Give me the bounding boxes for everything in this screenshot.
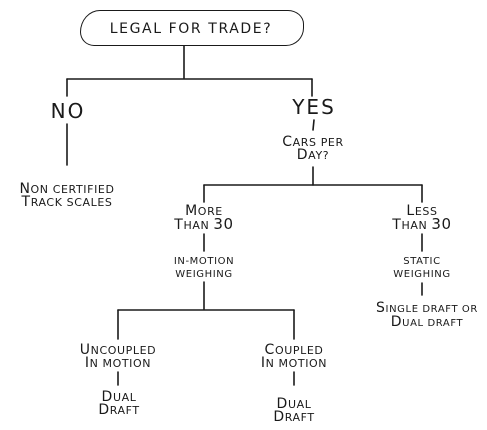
in-motion-line-2: weighing [175, 269, 233, 280]
uncoupled-line-1: Uncoupled [79, 342, 157, 358]
coupled-line-2: In Motion [260, 355, 328, 371]
no-result-node: Non Certified Track Scales [19, 181, 115, 210]
uncoupled-result-node: Dual Draft [98, 389, 140, 418]
static-result-line-1: Single draft or [376, 300, 478, 316]
in-motion-line-1: in-motion [173, 256, 235, 267]
more-than-30-node: More than 30 [174, 203, 234, 233]
coupled-result-line-2: Draft [273, 409, 315, 425]
title-text: LEGAL FOR TRADE? [109, 21, 273, 37]
no-result-line-2: Track Scales [21, 194, 113, 210]
cars-per-day-node: Cars Per Day? [282, 134, 344, 163]
connector-yes-down [312, 119, 315, 131]
static-weighing-node: static weighing [393, 255, 450, 281]
coupled-node: Coupled In Motion [260, 342, 328, 371]
static-result-line-2: Dual draft [390, 314, 464, 330]
more-than-text: than [174, 217, 210, 233]
cars-per-day-line-1: Cars Per [282, 134, 344, 150]
no-result-line-1: Non Certified [19, 181, 115, 197]
in-motion-weighing-node: in-motion weighing [174, 255, 234, 281]
static-line-1: static [403, 256, 441, 267]
uncoupled-result-line-1: Dual [101, 389, 137, 405]
yes-node: YES [292, 95, 336, 119]
coupled-result-node: Dual Draft [273, 396, 315, 425]
cars-per-day-line-2: Day? [296, 147, 330, 163]
static-line-2: weighing [393, 269, 451, 280]
less-than-num: 30 [431, 215, 452, 233]
static-result-node: Single draft or Dual draft [376, 302, 478, 330]
uncoupled-line-2: In Motion [84, 355, 152, 371]
no-node: NO [50, 99, 86, 123]
coupled-result-line-1: Dual [276, 396, 312, 412]
more-than-num: 30 [213, 215, 234, 233]
less-than-prefix: Less [406, 203, 438, 219]
coupled-line-1: Coupled [264, 342, 324, 358]
uncoupled-result-line-2: Draft [98, 402, 140, 418]
title-box [80, 10, 304, 46]
less-than-30-node: Less than 30 [392, 203, 452, 233]
less-than-text: than [392, 217, 428, 233]
more-than-prefix: More [185, 203, 223, 219]
uncoupled-node: Uncoupled In Motion [79, 342, 157, 371]
